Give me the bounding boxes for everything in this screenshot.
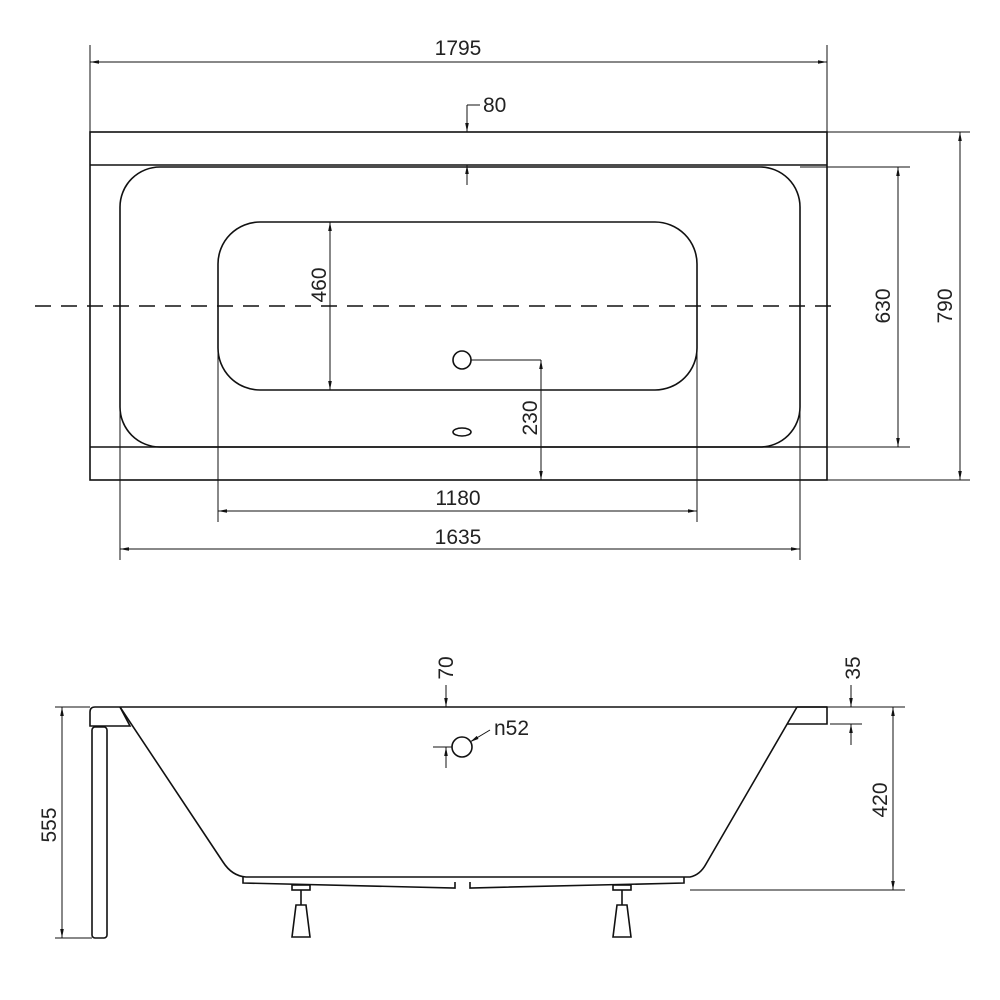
top-view: 1795 80 630 790 460 230 1180 1635 — [35, 37, 970, 560]
side-view: 70 n52 35 420 555 — [38, 656, 905, 939]
label-630: 630 — [872, 288, 895, 323]
overflow-icon — [452, 427, 472, 437]
basin-profile — [119, 706, 798, 878]
label-80: 80 — [483, 94, 506, 117]
drain-icon — [452, 350, 472, 370]
drawing-line — [612, 904, 632, 938]
label-790: 790 — [934, 288, 957, 323]
label-460: 460 — [308, 267, 331, 302]
label-1795: 1795 — [435, 37, 482, 60]
basin-outline — [119, 166, 801, 448]
front-panel — [91, 726, 108, 939]
right-rim-block — [787, 706, 828, 725]
label-420: 420 — [869, 782, 892, 817]
label-1180: 1180 — [435, 487, 480, 510]
foot-right — [612, 884, 632, 938]
label-555: 555 — [38, 807, 61, 842]
drawing-line — [469, 729, 491, 743]
overflow-hole-icon — [451, 736, 473, 758]
label-n52: n52 — [494, 717, 529, 740]
label-230: 230 — [519, 400, 542, 435]
drawing-line — [291, 904, 311, 938]
left-rim-block — [89, 706, 132, 727]
drawing-line — [612, 884, 632, 891]
drawing-line — [291, 884, 311, 891]
foot-left — [291, 884, 311, 938]
label-70: 70 — [435, 656, 458, 679]
label-35: 35 — [842, 656, 865, 679]
base-frame — [242, 877, 685, 889]
label-1635: 1635 — [435, 526, 482, 549]
